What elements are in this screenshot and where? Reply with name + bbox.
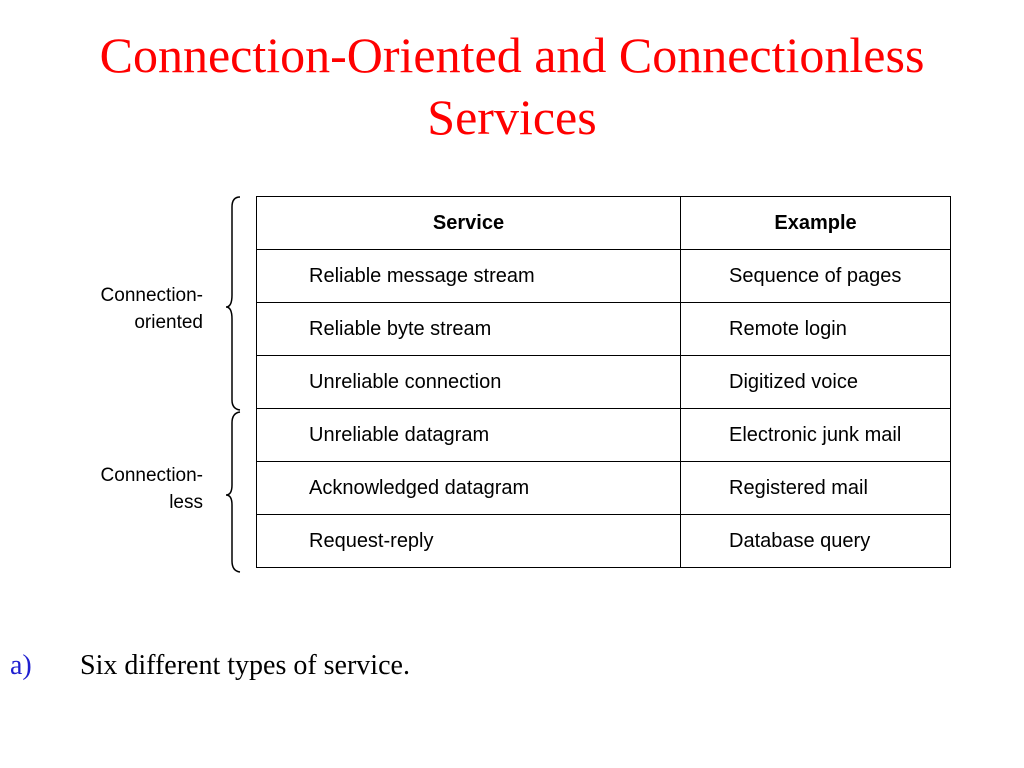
example-cell: Digitized voice xyxy=(680,355,951,409)
example-cell: Database query xyxy=(680,514,951,568)
service-cell: Unreliable connection xyxy=(256,355,681,409)
service-cell: Reliable byte stream xyxy=(256,302,681,356)
connection-oriented-label-line-1: Connection- xyxy=(100,285,203,306)
example-cell: Electronic junk mail xyxy=(680,408,951,462)
service-cell: Request-reply xyxy=(256,514,681,568)
slide-title-line-2: Services xyxy=(427,89,597,145)
services-table: Service Example Reliable message stream … xyxy=(256,196,951,568)
group-braces xyxy=(225,196,241,573)
connectionless-brace xyxy=(225,411,241,573)
connection-oriented-brace xyxy=(225,196,241,411)
example-column-header: Example xyxy=(680,196,951,250)
table-row: Request-reply Database query xyxy=(256,514,951,568)
table-row: Reliable byte stream Remote login xyxy=(256,302,951,356)
table-row: Acknowledged datagram Registered mail xyxy=(256,461,951,515)
service-cell: Unreliable datagram xyxy=(256,408,681,462)
table-row: Unreliable connection Digitized voice xyxy=(256,355,951,409)
example-cell: Sequence of pages xyxy=(680,249,951,303)
connectionless-label: Connection- less xyxy=(43,462,203,516)
table-row: Reliable message stream Sequence of page… xyxy=(256,249,951,303)
table-row: Unreliable datagram Electronic junk mail xyxy=(256,408,951,462)
connection-oriented-label: Connection- oriented xyxy=(43,282,203,336)
slide-title-line-1: Connection-Oriented and Connectionless xyxy=(99,27,925,83)
service-cell: Acknowledged datagram xyxy=(256,461,681,515)
connectionless-label-line-1: Connection- xyxy=(100,465,203,486)
service-column-header: Service xyxy=(256,196,681,250)
example-cell: Registered mail xyxy=(680,461,951,515)
connection-oriented-label-line-2: oriented xyxy=(134,312,203,333)
caption: a) Six different types of service. xyxy=(10,648,410,684)
connectionless-label-line-2: less xyxy=(169,492,203,513)
list-marker: a) xyxy=(10,650,32,681)
slide-title: Connection-Oriented and Connectionless S… xyxy=(0,24,1024,148)
service-cell: Reliable message stream xyxy=(256,249,681,303)
example-cell: Remote login xyxy=(680,302,951,356)
table-header-row: Service Example xyxy=(256,196,951,250)
caption-text: Six different types of service. xyxy=(80,650,410,681)
